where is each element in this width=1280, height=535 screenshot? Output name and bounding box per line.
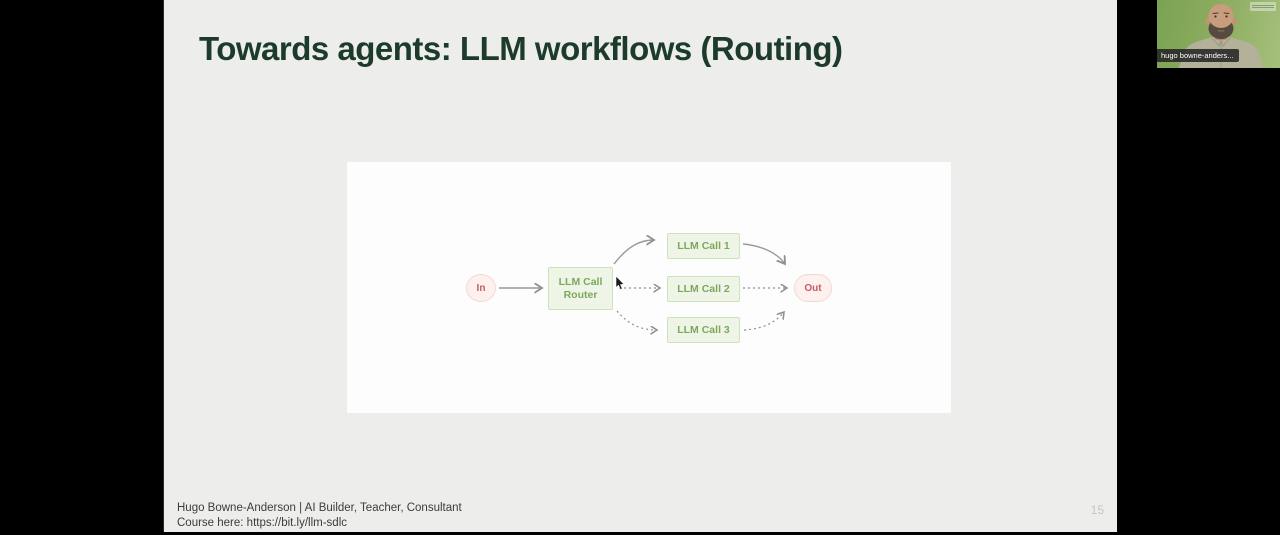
slide-footer: Hugo Bowne-Anderson | AI Builder, Teache… — [177, 501, 462, 531]
footer-author: Hugo Bowne-Anderson | AI Builder, Teache… — [177, 502, 462, 514]
node-llm-call-3: LLM Call 3 — [667, 317, 740, 343]
slide-page-number: 15 — [1090, 503, 1104, 517]
shared-slide: Towards agents: LLM workflows (Routing) — [163, 0, 1117, 532]
mouse-cursor-icon — [615, 276, 625, 291]
watermark-badge — [1250, 2, 1276, 11]
node-llm-call-2: LLM Call 2 — [667, 276, 740, 302]
node-llm-call-1: LLM Call 1 — [667, 233, 740, 259]
slide-title: Towards agents: LLM workflows (Routing) — [199, 30, 843, 67]
diagram-panel: In LLM Call Router LLM Call 1 LLM Call 2… — [347, 162, 951, 413]
node-out: Out — [794, 274, 832, 302]
diagram-arrows — [499, 162, 951, 413]
node-llm-call-router: LLM Call Router — [548, 267, 613, 310]
webcam-thumbnail[interactable]: hugo bowne-anders... — [1157, 0, 1280, 68]
footer-course-link: Course here: https://bit.ly/llm-sdlc — [177, 517, 348, 529]
node-in: In — [466, 274, 496, 302]
participant-name-label: hugo bowne-anders... — [1157, 49, 1239, 62]
